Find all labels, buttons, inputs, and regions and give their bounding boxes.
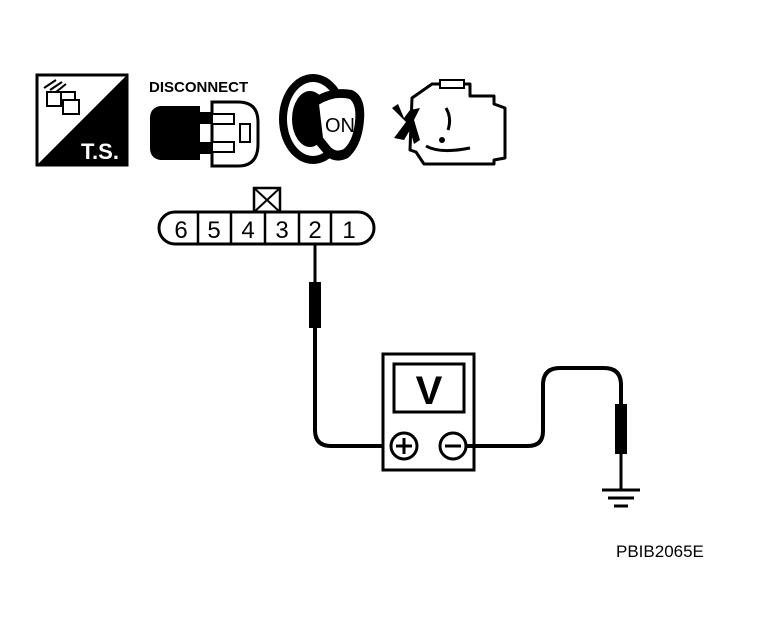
figure-code: PBIB2065E [616,542,704,561]
negative-probe [466,366,627,490]
connector-pin-4: 4 [241,217,254,244]
connector-pin-3: 3 [275,217,288,244]
positive-terminal-icon [389,431,419,461]
connector-pin-2: 2 [308,217,321,244]
connector-pin-6: 6 [174,217,187,244]
voltmeter: V [381,352,476,472]
negative-terminal-icon [438,431,468,461]
disconnect-icon: DISCONNECT [149,79,260,168]
harness-connector: 6 5 4 3 2 1 [157,186,376,246]
ignition-on-icon: ON [279,74,365,164]
disconnect-label: DISCONNECT [149,79,248,96]
ignition-on-label: ON [325,115,355,137]
ts-label: T.S. [81,139,119,164]
voltmeter-display [392,362,466,414]
voltmeter-label: V [416,369,443,413]
ground-icon [602,488,640,508]
connector-pin-1: 1 [342,217,355,244]
engine-icon [392,79,507,166]
troubleshooting-icon: T.S. [35,73,129,167]
connector-body [157,210,376,246]
positive-probe [309,244,400,448]
connector-pin-5: 5 [207,217,220,244]
